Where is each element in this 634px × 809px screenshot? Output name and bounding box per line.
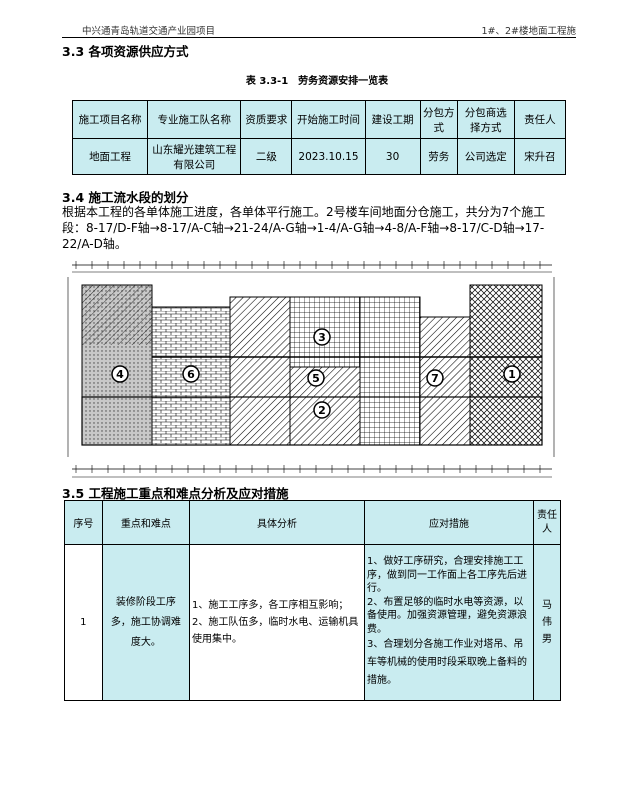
table-header-row: 序号 重点和难点 具体分析 应对措施 责任人: [64, 500, 562, 545]
section-3-3-title: 3.3 各项资源供应方式: [62, 44, 189, 59]
col-responsible: 责任人: [513, 100, 567, 139]
cell-responsible: 马伟男: [532, 544, 562, 701]
section-3-4-body: 根据本工程的各单体施工进度，各单体平行施工。2号楼车间地面分仓施工，共分为7个施…: [62, 204, 582, 252]
col-no: 序号: [64, 500, 103, 545]
table-row: 1 装修阶段工序多，施工协调难度大。 1、施工工序多，各工序相互影响； 2、施工…: [64, 544, 562, 701]
measure-item-2: 2、布置足够的临时水电等资源，以备使用。加强资源管理，避免资源浪费。: [366, 596, 527, 635]
cell-responsible: 宋升召: [513, 138, 567, 175]
zone-label-5: 5: [312, 372, 320, 385]
zone-marker-7: 7: [426, 369, 444, 387]
zone-label-4: 4: [116, 368, 124, 381]
cell-team-name: 山东耀光建筑工程有限公司: [147, 138, 242, 175]
col-analysis: 具体分析: [189, 500, 365, 545]
cell-start-date: 2023.10.15: [291, 138, 366, 175]
cell-project-name: 地面工程: [71, 138, 149, 175]
col-measures: 应对措施: [363, 500, 534, 545]
table-row: 地面工程 山东耀光建筑工程有限公司 二级 2023.10.15 30 劳务 公司…: [71, 138, 567, 175]
section-3-5-title: 3.5 工程施工重点和难点分析及应对措施: [62, 486, 289, 501]
header-doc-title: 1#、2#楼地面工程施: [481, 26, 576, 37]
col-team-name: 专业施工队名称: [147, 100, 242, 139]
cell-subcontractor-selection: 公司选定: [456, 138, 515, 175]
zone-marker-5: 5: [307, 369, 325, 387]
body-line-3: 22/A-D轴。: [62, 237, 127, 251]
col-difficulty: 重点和难点: [101, 500, 191, 545]
analysis-item-1: 1、施工工序多，各工序相互影响；: [192, 600, 349, 611]
labor-resource-table: 施工项目名称 专业施工队名称 资质要求 开始施工时间 建设工期 分包方式 分包商…: [71, 100, 567, 175]
cell-difficulty: 装修阶段工序多，施工协调难度大。: [101, 544, 191, 701]
zone-label-7: 7: [431, 372, 439, 385]
zone-marker-4: 4: [111, 365, 129, 383]
col-qualification: 资质要求: [240, 100, 293, 139]
cell-duration: 30: [364, 138, 421, 175]
col-duration: 建设工期: [364, 100, 421, 139]
cell-measures: 1、做好工序研究，合理安排施工工序，做到同一工作面上各工序先后进行。 2、布置足…: [363, 544, 534, 701]
difficulty-analysis-table: 序号 重点和难点 具体分析 应对措施 责任人 1 装修阶段工序多，施工协调难度大…: [64, 500, 562, 701]
col-responsible: 责任人: [532, 500, 562, 545]
table-header-row: 施工项目名称 专业施工队名称 资质要求 开始施工时间 建设工期 分包方式 分包商…: [71, 100, 567, 139]
col-project-name: 施工项目名称: [71, 100, 149, 139]
zone-label-1: 1: [508, 368, 516, 381]
zone-marker-3: 3: [313, 328, 331, 346]
zone-label-6: 6: [187, 368, 195, 381]
analysis-item-2: 2、施工队伍多，临时水电、运输机具使用集中。: [192, 617, 359, 645]
section-3-4-title: 3.4 施工流水段的划分: [62, 190, 189, 205]
zone-marker-2: 2: [313, 401, 331, 419]
cell-no: 1: [64, 544, 103, 701]
zone-label-3: 3: [318, 331, 326, 344]
cell-qualification: 二级: [240, 138, 293, 175]
header-project-name: 中兴通青岛轨道交通产业园项目: [82, 26, 216, 37]
cell-analysis: 1、施工工序多，各工序相互影响； 2、施工队伍多，临时水电、运输机具使用集中。: [189, 544, 365, 701]
col-subcontract-type: 分包方式: [419, 100, 458, 139]
measure-item-1: 1、做好工序研究，合理安排施工工序，做到同一工作面上各工序先后进行。: [366, 556, 527, 594]
zone-marker-1: 1: [503, 365, 521, 383]
page-header: 中兴通青岛轨道交通产业园项目 1#、2#楼地面工程施: [62, 20, 576, 38]
col-subcontractor-selection: 分包商选择方式: [456, 100, 515, 139]
cell-subcontract-type: 劳务: [419, 138, 458, 175]
body-line-2: 段：8-17/D-F轴→8-17/A-C轴→21-24/A-G轴→1-4/A-G…: [62, 221, 545, 235]
col-start-date: 开始施工时间: [291, 100, 366, 139]
body-line-1: 根据本工程的各单体施工进度，各单体平行施工。2号楼车间地面分仓施工，共分为7个施…: [62, 205, 546, 219]
zone-label-2: 2: [318, 404, 326, 417]
floor-plan-drawing: 4 6 5 3 7 1 2: [67, 261, 555, 478]
table-1-caption: 表 3.3-1 劳务资源安排一览表: [245, 76, 389, 87]
zone-marker-6: 6: [182, 365, 200, 383]
measure-item-3: 3、合理划分各施工作业对塔吊、吊车等机械的使用时段采取晚上备料的措施。: [366, 639, 527, 686]
